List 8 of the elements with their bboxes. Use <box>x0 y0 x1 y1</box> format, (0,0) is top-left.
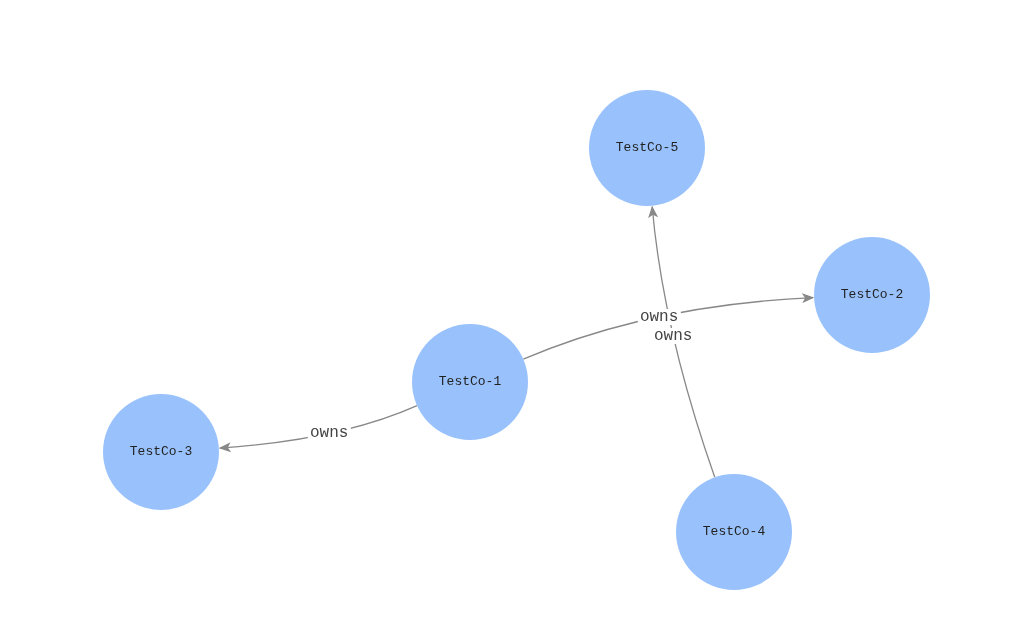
node-label: TestCo-2 <box>840 286 904 305</box>
node-label: TestCo-4 <box>702 523 766 542</box>
edge-label: owns <box>308 425 351 442</box>
node-label: TestCo-1 <box>438 373 502 392</box>
node-label: TestCo-5 <box>615 139 679 158</box>
node-label: TestCo-3 <box>129 443 193 462</box>
arrow <box>648 205 716 478</box>
edge-label: owns <box>637 308 681 325</box>
